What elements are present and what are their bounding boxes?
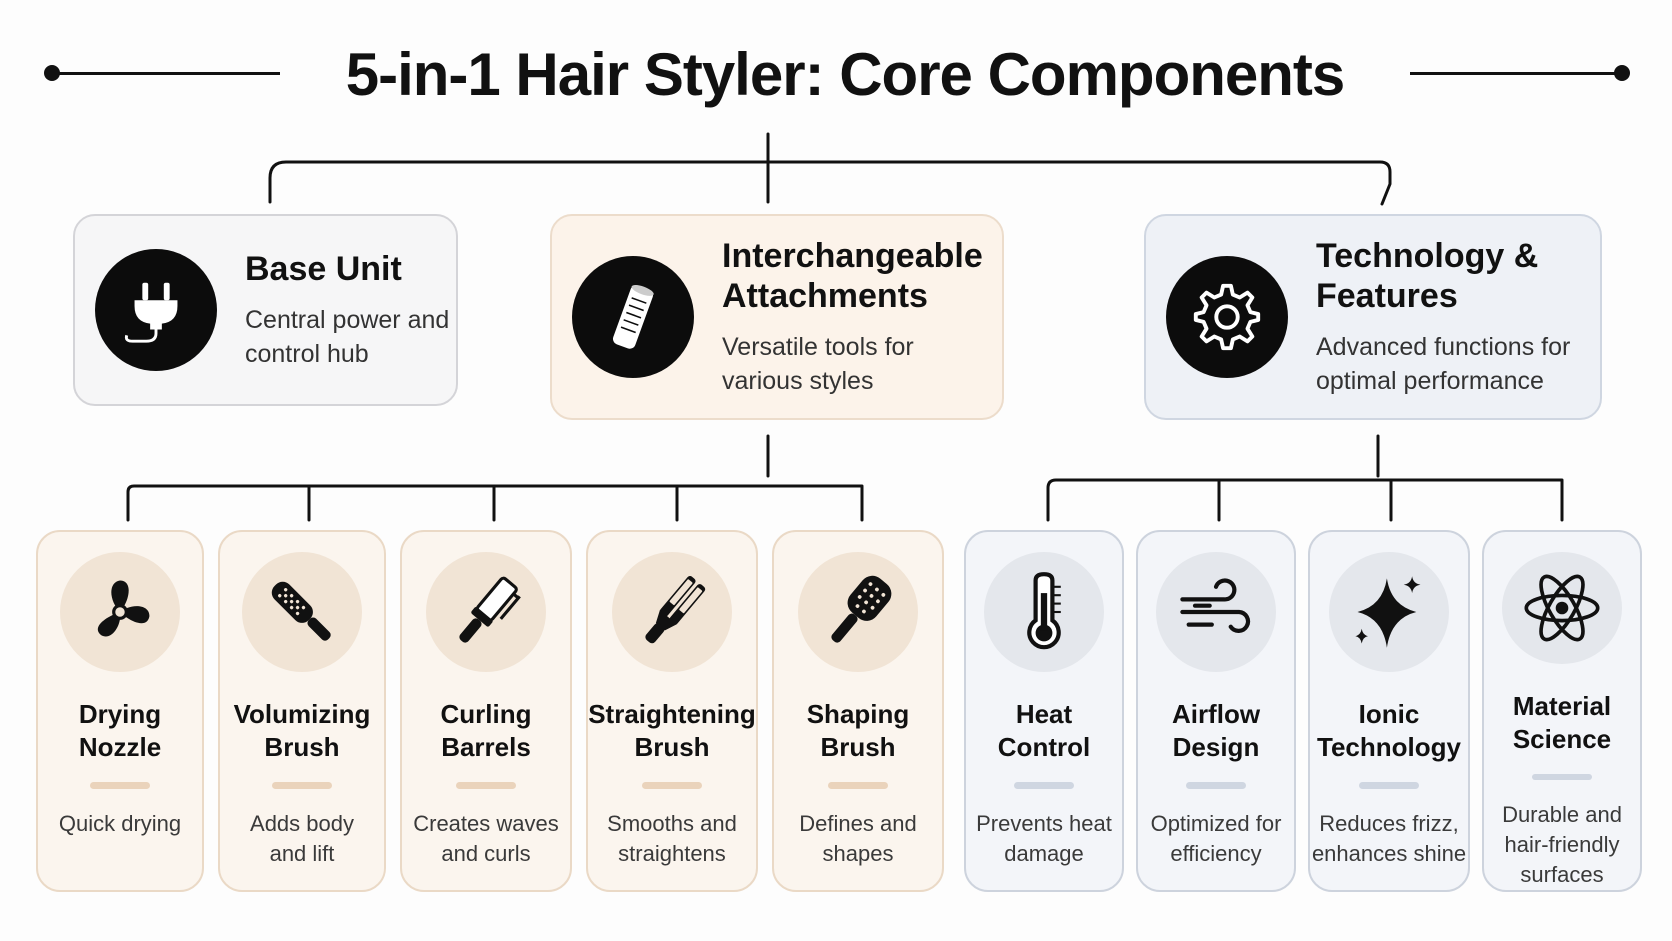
accent-bar: [90, 782, 150, 789]
paddle-brush-icon: [798, 552, 918, 672]
accent-bar: [1186, 782, 1246, 789]
item-description: Reduces frizz, enhances shine: [1311, 811, 1467, 866]
attachment-card-volumizing-brush: Volumizing Brush Adds body and lift: [218, 530, 386, 892]
title-rule-left: [52, 72, 280, 75]
feature-card-airflow-design: Airflow Design Optimized for efficiency: [1136, 530, 1296, 892]
attachment-card-shaping-brush: Shaping Brush Defines and shapes: [772, 530, 944, 892]
item-title: Material Science: [1512, 690, 1612, 754]
straightener-icon: [612, 552, 732, 672]
thermometer-icon: [984, 552, 1104, 672]
accent-bar: [1359, 782, 1419, 789]
fan-icon: [60, 552, 180, 672]
item-title: Drying Nozzle: [78, 699, 162, 762]
item-title: Heat Control: [997, 699, 1091, 762]
page-title: 5-in-1 Hair Styler: Core Components: [345, 41, 1346, 108]
accent-bar: [272, 782, 332, 789]
attachment-card-straightening-brush: Straightening Brush Smooths and straight…: [586, 530, 758, 892]
accent-bar: [456, 782, 516, 789]
item-description: Adds body and lift: [250, 811, 354, 866]
connector-top-bracket: [268, 160, 1392, 206]
attachment-icon: [572, 256, 694, 378]
item-title: Volumizing Brush: [233, 699, 371, 762]
attachment-card-curling-barrels: Curling Barrels Creates waves and curls: [400, 530, 572, 892]
item-description: Defines and shapes: [799, 811, 917, 866]
gear-icon: [1166, 256, 1288, 378]
feature-card-heat-control: Heat Control Prevents heat damage: [964, 530, 1124, 892]
category-title: Interchangeable Attachments: [722, 237, 983, 315]
category-card-technology: Technology & Features Advanced functions…: [1144, 214, 1602, 420]
category-description: Advanced functions for optimal performan…: [1316, 333, 1571, 395]
item-title: Straightening Brush: [588, 699, 756, 762]
item-description: Creates waves and curls: [413, 811, 559, 866]
item-description: Durable and hair-friendly surfaces: [1502, 802, 1622, 887]
accent-bar: [1014, 782, 1074, 789]
item-description: Optimized for efficiency: [1150, 811, 1282, 866]
category-title: Base Unit: [245, 250, 402, 288]
attachment-card-drying-nozzle: Drying Nozzle Quick drying: [36, 530, 204, 892]
category-description: Central power and control hub: [245, 306, 450, 368]
feature-card-material-science: Material Science Durable and hair-friend…: [1482, 530, 1642, 892]
accent-bar: [1532, 773, 1592, 780]
category-card-base-unit: Base Unit Central power and control hub: [73, 214, 458, 406]
connector-features-bracket: [1046, 478, 1564, 522]
title-rule-right: [1410, 72, 1624, 75]
round-brush-icon: [242, 552, 362, 672]
accent-bar: [828, 782, 888, 789]
category-title: Technology & Features: [1316, 237, 1539, 315]
wind-icon: [1156, 552, 1276, 672]
item-title: Airflow Design: [1171, 699, 1261, 762]
item-title: Ionic Technology: [1317, 699, 1461, 762]
curling-barrel-icon: [426, 552, 546, 672]
feature-card-ionic-technology: Ionic Technology Reduces frizz, enhances…: [1308, 530, 1470, 892]
connector-attachments-bracket: [126, 484, 864, 522]
item-title: Curling Barrels: [440, 699, 532, 762]
item-description: Prevents heat damage: [976, 811, 1112, 866]
plug-icon: [95, 249, 217, 371]
atom-icon: [1502, 552, 1622, 664]
item-description: Smooths and straightens: [607, 811, 737, 866]
title-rule-dot-right: [1614, 65, 1630, 81]
item-title: Shaping Brush: [806, 699, 910, 762]
item-description: Quick drying: [58, 811, 182, 836]
category-description: Versatile tools for various styles: [722, 333, 914, 395]
accent-bar: [642, 782, 702, 789]
category-card-attachments: Interchangeable Attachments Versatile to…: [550, 214, 1004, 420]
sparkle-icon: [1329, 552, 1449, 672]
